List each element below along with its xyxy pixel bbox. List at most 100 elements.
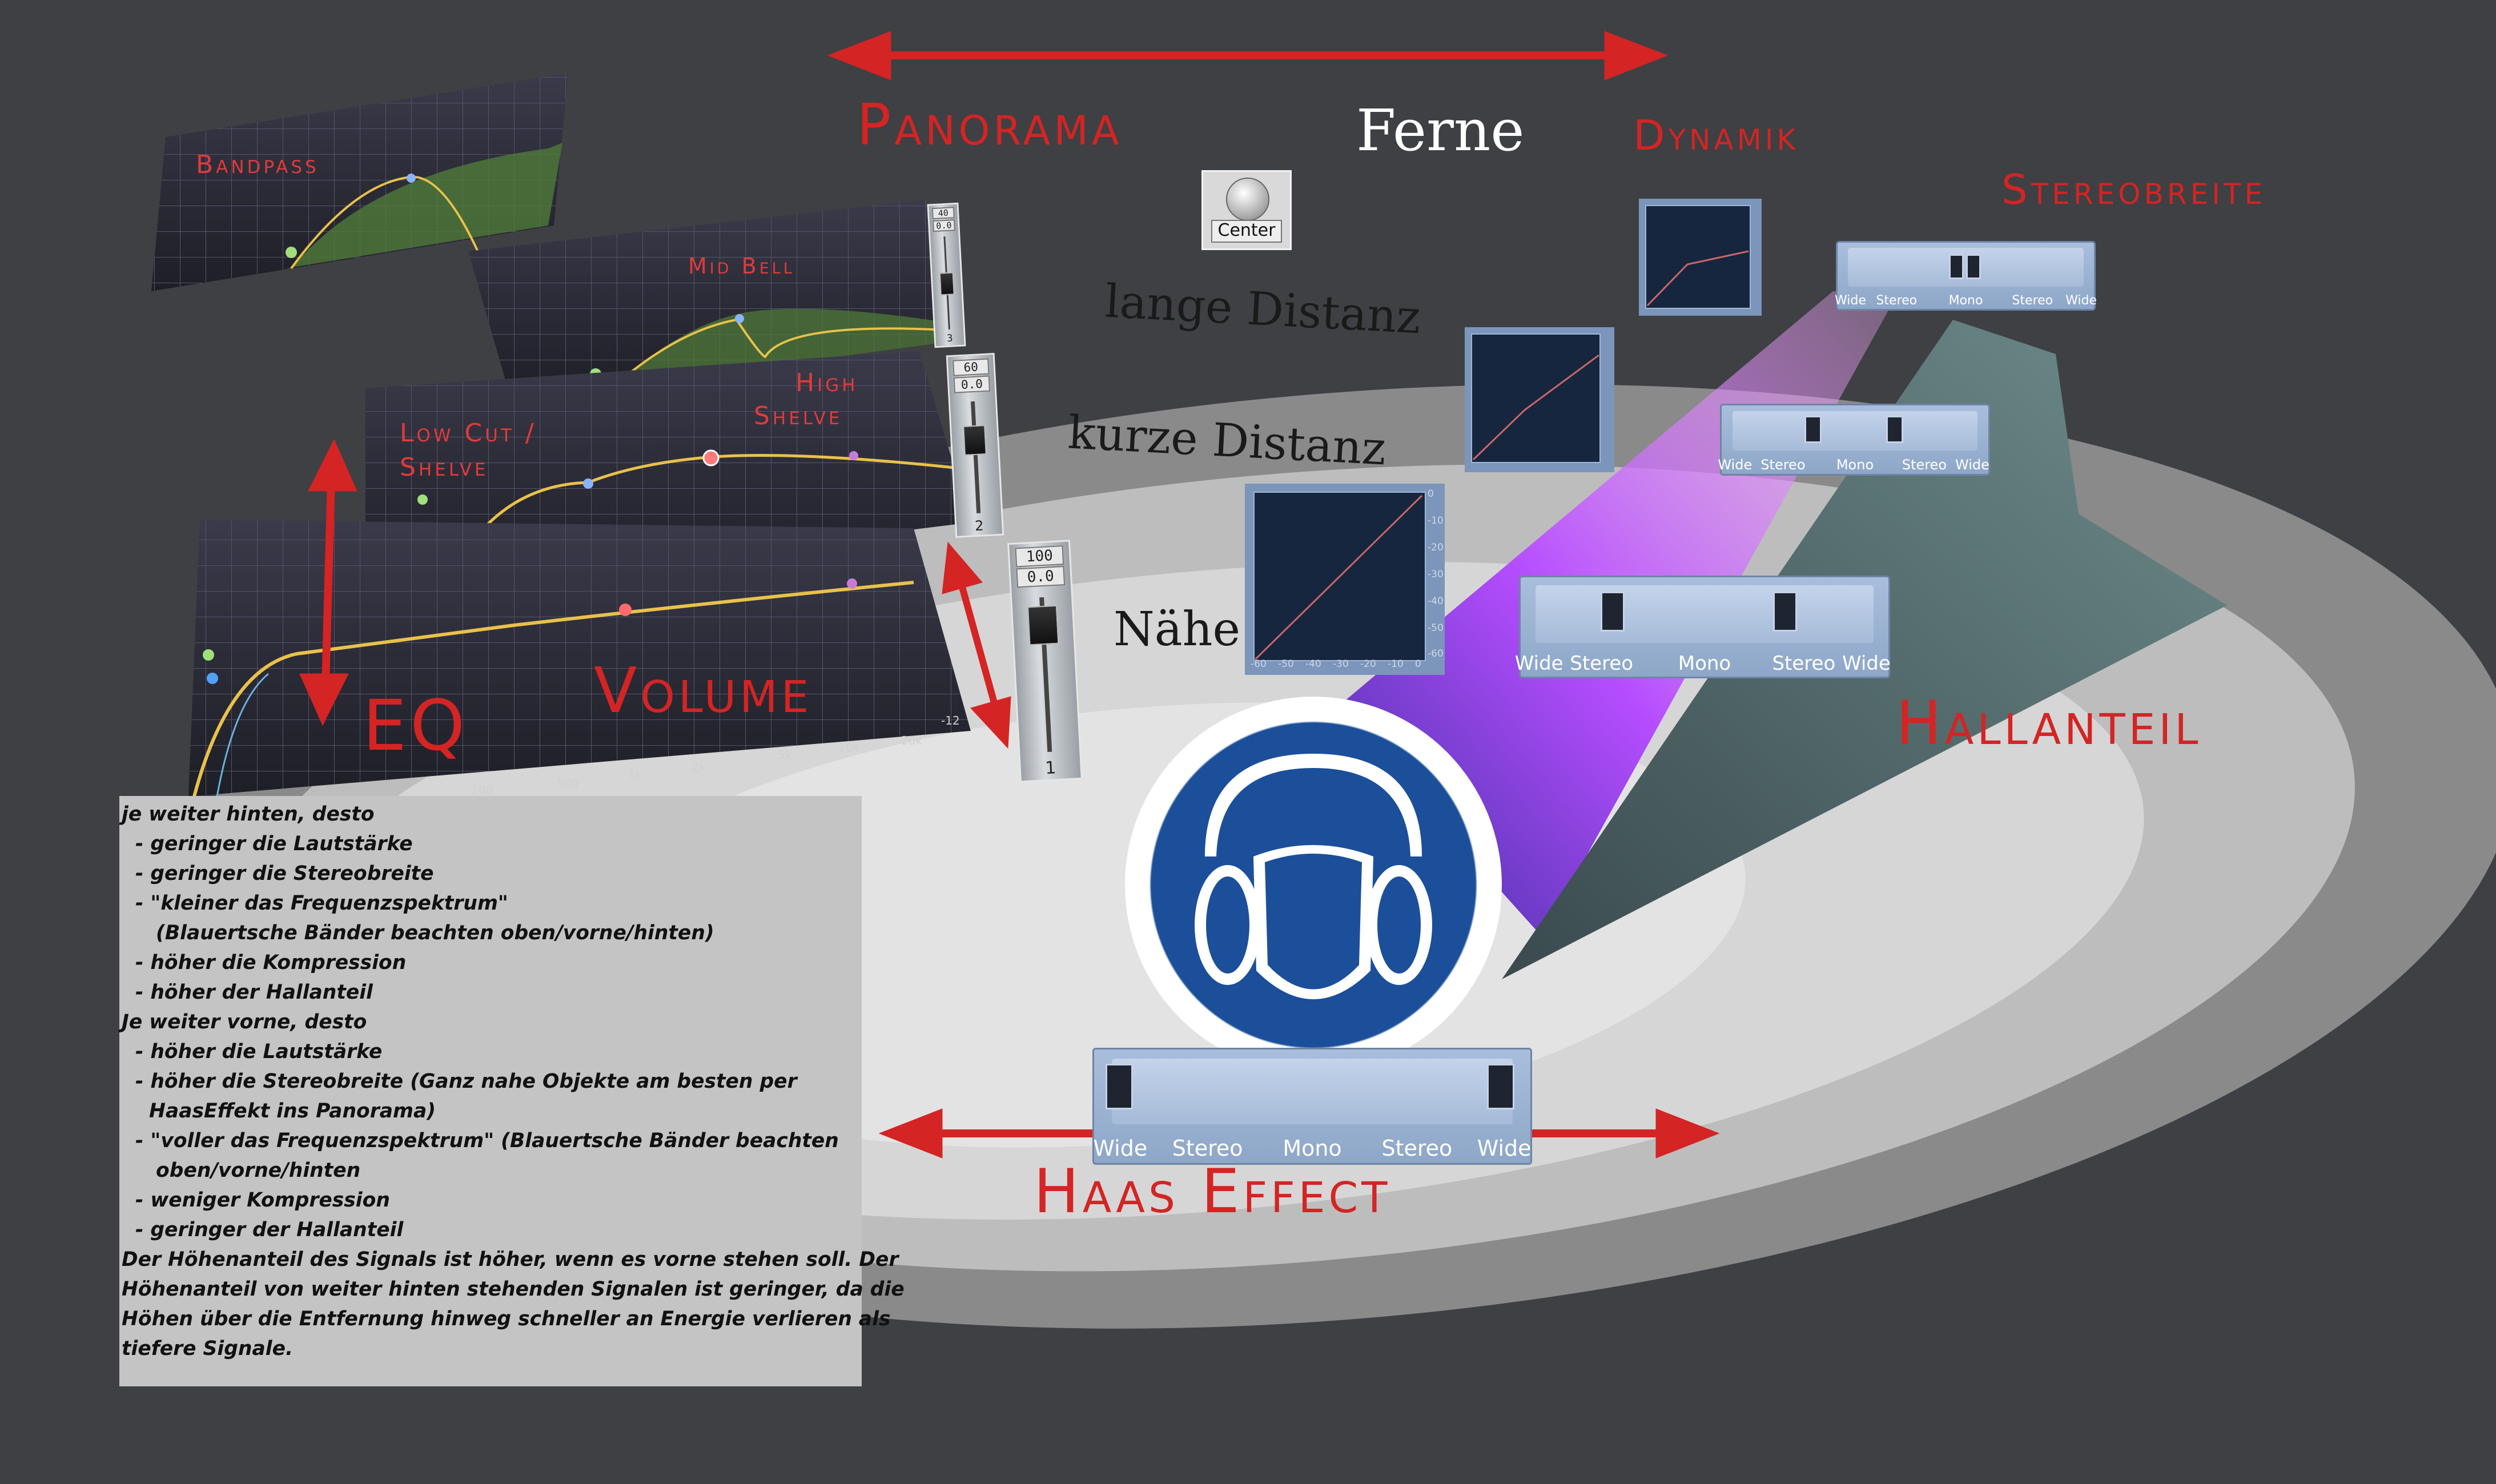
stereo-bar — [1732, 411, 1978, 451]
ytick: 0 — [1428, 488, 1434, 500]
db-tick: -12 — [941, 714, 960, 727]
panorama-label: Panorama — [857, 91, 1123, 158]
center-label: Center — [1211, 220, 1282, 243]
fader-track — [971, 401, 980, 514]
scale-stereo: Stereo — [1876, 293, 1918, 308]
scale-stereo: Stereo — [1772, 651, 1836, 675]
stereo-width-mid[interactable]: Wide Stereo Mono Stereo Wide — [1718, 404, 1990, 476]
high-shelve-label-2: Shelve — [754, 401, 843, 431]
scale-wide: Wide — [2065, 293, 2097, 308]
scale-mono: Mono — [1836, 456, 1874, 473]
panorama-center-knob[interactable]: Center — [1201, 170, 1292, 250]
xtick: 0 — [1415, 658, 1421, 670]
note-line: - weniger Kompression — [122, 1189, 390, 1212]
dynamics-graph-near — [1245, 484, 1445, 675]
dynamics-yaxis: 0 -10 -20 -30 -40 -50 -60 — [1428, 488, 1445, 659]
freq-tick: 500 — [557, 777, 579, 790]
scale-stereo: Stereo — [1570, 651, 1634, 675]
freq-tick: 1k — [628, 768, 642, 782]
dynamics-graph-mid — [1465, 327, 1614, 472]
bandpass-label: Bandpass — [196, 150, 319, 179]
eq-panel-mid-bell — [468, 200, 966, 400]
scale-wide: Wide — [1718, 456, 1753, 473]
fader-gain: 0.0 — [953, 375, 991, 393]
high-shelve-label-1: High — [795, 368, 858, 397]
speaker-icon — [1487, 1064, 1514, 1109]
note-line: HaasEffekt ins Panorama) — [122, 1100, 436, 1123]
stereo-width-far[interactable]: Wide Stereo Mono Stereo Wide — [1834, 241, 2097, 311]
mid-bell-label: Mid Bell — [688, 254, 795, 279]
note-line: Je weiter vorne, desto — [122, 1011, 367, 1033]
note-line: Höhenanteil von weiter hinten stehenden … — [122, 1278, 905, 1301]
speaker-icon — [1886, 416, 1903, 443]
xtick: -20 — [1360, 658, 1376, 670]
stereo-bar — [1111, 1058, 1513, 1125]
freq-tick: 20k — [901, 734, 923, 747]
volume-fader-2[interactable]: 60 0.0 2 — [946, 352, 1004, 538]
stereo-width-haas[interactable]: Wide Stereo Mono Stereo Wide — [1092, 1048, 1532, 1165]
xtick: -30 — [1333, 658, 1349, 670]
scale-stereo: Stereo — [1381, 1136, 1453, 1161]
eq-label: EQ — [363, 685, 469, 766]
low-cut-label-2: Shelve — [400, 453, 489, 482]
ytick: -60 — [1428, 648, 1444, 659]
scale-stereo: Stereo — [2012, 293, 2053, 308]
fader-gain: 0.0 — [1016, 566, 1065, 588]
fader-number: 3 — [946, 332, 954, 345]
fader-gain: 0.0 — [932, 219, 956, 232]
note-line: - höher die Lautstärke — [122, 1040, 383, 1063]
eq-arrow — [299, 439, 357, 726]
fader-number: 1 — [1044, 758, 1057, 779]
scale-stereo: Stereo — [1172, 1136, 1243, 1161]
scale-wide: Wide — [1842, 651, 1891, 675]
low-cut-label-1: Low Cut / — [400, 419, 537, 448]
fader-value: 60 — [952, 358, 990, 376]
scale-stereo: Stereo — [1902, 456, 1947, 473]
fader-cap[interactable] — [1027, 605, 1059, 646]
ytick: -40 — [1428, 596, 1444, 607]
panorama-arrow — [827, 31, 1669, 81]
note-line: - "voller das Frequenzspektrum" (Blauert… — [122, 1129, 839, 1152]
fader-cap[interactable] — [962, 425, 987, 456]
freq-tick: 10k — [838, 741, 860, 754]
fader-cap[interactable] — [939, 272, 955, 296]
note-line: (Blauertsche Bänder beachten oben/vorne/… — [122, 922, 714, 944]
scale-stereo: Stereo — [1761, 456, 1806, 473]
note-line: - geringer der Hallanteil — [122, 1218, 404, 1241]
volume-label: Volume — [594, 654, 813, 727]
stereo-bar — [1847, 248, 2084, 287]
eq-panel-low-cut — [188, 520, 971, 797]
note-line: Der Höhenanteil des Signals ist höher, w… — [122, 1248, 899, 1271]
stereo-bar — [1535, 585, 1874, 643]
eq-panel-bandpass — [151, 73, 568, 291]
ytick: -30 — [1428, 569, 1444, 580]
scale-mono: Mono — [1948, 293, 1983, 308]
fader-number: 2 — [974, 517, 984, 534]
speaker-icon — [1804, 416, 1822, 443]
note-line: oben/vorne/hinten — [122, 1159, 361, 1182]
scale-wide: Wide — [1955, 456, 1989, 473]
stereo-width-near[interactable]: Wide Stereo Mono Stereo Wide — [1515, 576, 1891, 678]
xtick: -40 — [1305, 658, 1321, 670]
note-line: - geringer die Stereobreite — [122, 862, 434, 885]
hallanteil-label: Hallanteil — [1896, 688, 2202, 758]
fader-value: 40 — [931, 207, 955, 220]
note-line: - höher die Kompression — [122, 951, 407, 974]
freq-tick: 2k — [692, 761, 706, 774]
naehe-label: Nähe — [1114, 602, 1240, 657]
stereobreite-label: Stereobreite — [2001, 166, 2266, 214]
note-line: - geringer die Lautstärke — [122, 833, 413, 855]
dynamics-graph-far — [1639, 199, 1762, 316]
xtick: -50 — [1278, 658, 1294, 670]
note-line: - höher der Hallanteil — [122, 981, 373, 1004]
haas-effect-label: Haas Effect — [1034, 1156, 1391, 1226]
speaker-icon — [1949, 254, 1964, 279]
xtick: -60 — [1251, 658, 1267, 670]
ferne-label: Ferne — [1356, 97, 1525, 164]
scale-wide: Wide — [1834, 293, 1866, 308]
scale-wide: Wide — [1514, 651, 1563, 675]
note-line: je weiter hinten, desto — [122, 803, 375, 826]
volume-fader-1[interactable]: 100 0.0 1 — [1007, 540, 1083, 783]
scale-mono: Mono — [1678, 651, 1731, 675]
